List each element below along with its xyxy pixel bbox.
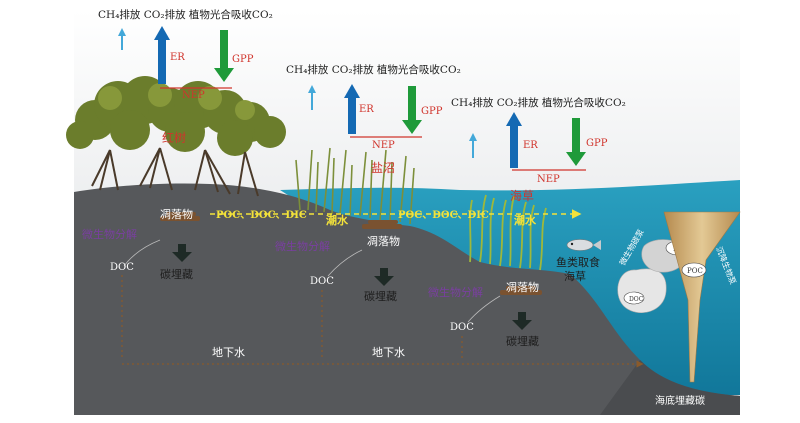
doc-label: DOC (450, 322, 474, 333)
er-arrow (510, 124, 518, 168)
nep-label: NEP (182, 90, 205, 101)
saltmarsh-label: 盐沼 (371, 161, 395, 175)
pump-poc-label: POC (687, 267, 703, 275)
burial-arrows (172, 244, 532, 330)
burial-label: 碳埋藏 (506, 334, 539, 348)
sediment-ground (74, 183, 740, 415)
tide-label: 潮水 (514, 213, 537, 227)
flux-group-2 (308, 84, 422, 138)
nep-label: NEP (537, 174, 560, 185)
gpp-label: GPP (586, 138, 608, 149)
flux-header: CH₄排放 CO₂排放 植物光合吸收CO₂ (98, 8, 273, 21)
doc-label: DOC (110, 262, 134, 273)
microbial-label: 微生物分解 (82, 227, 137, 241)
tide-label: 潮水 (326, 213, 349, 227)
pump-doc-label-2: DOC (629, 296, 644, 303)
burial-label: 碳埋藏 (364, 289, 397, 303)
flux-group-3 (469, 112, 586, 171)
mangrove-trees (66, 76, 286, 197)
litter-label: 凋落物 (506, 280, 539, 294)
flux-header: CH₄排放 CO₂排放 植物光合吸收CO₂ (451, 96, 626, 109)
seagrass (469, 194, 547, 271)
fish-icon (566, 239, 601, 251)
microbial-label: 微生物分解 (275, 239, 330, 253)
nep-label: NEP (372, 140, 395, 151)
er-label: ER (359, 104, 374, 115)
seabed (600, 360, 740, 415)
saltmarsh-grass (295, 147, 415, 225)
groundwater-flow (121, 275, 644, 368)
lateral-label: POC、DOC、DIC (216, 210, 307, 221)
gpp-arrow (572, 118, 580, 154)
gpp-label: GPP (232, 54, 254, 65)
fish-sub-label: 海草 (564, 269, 586, 283)
litter-label: 凋落物 (160, 207, 193, 221)
doc-label: DOC (310, 276, 334, 287)
gpp-arrow (220, 30, 228, 70)
groundwater-label: 地下水 (212, 346, 245, 359)
microbial-label: 微生物分解 (428, 285, 483, 299)
er-arrow (348, 96, 356, 134)
seabed-label: 海底埋藏碳 (655, 394, 705, 407)
burial-label: 碳埋藏 (160, 267, 193, 281)
biological-pump-cone (663, 211, 741, 383)
litter-label: 凋落物 (367, 234, 400, 248)
fish-label: 鱼类取食 (556, 255, 600, 269)
er-label: ER (523, 140, 538, 151)
gpp-label: GPP (421, 106, 443, 117)
litter-piles (160, 212, 542, 295)
er-label: ER (170, 52, 185, 63)
flux-header: CH₄排放 CO₂排放 植物光合吸收CO₂ (286, 63, 461, 76)
lateral-label: POC、DOC、DIC (398, 210, 489, 221)
groundwater-label: 地下水 (372, 346, 405, 359)
er-arrow (158, 38, 166, 84)
seagrass-label: 海草 (510, 188, 534, 203)
flux-group-1 (118, 26, 234, 89)
mangrove-label: 红树 (162, 130, 186, 145)
gpp-arrow (408, 86, 416, 122)
